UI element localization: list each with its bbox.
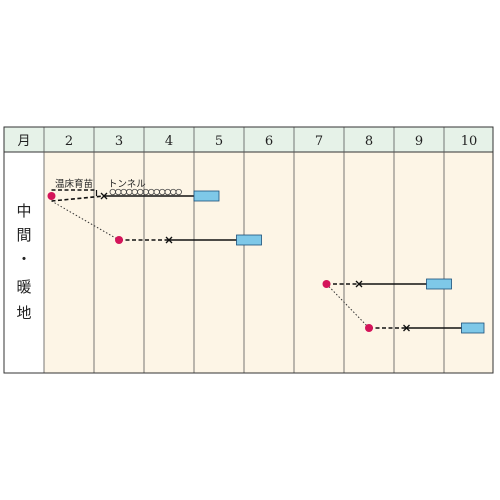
month-label-10: 10 — [461, 134, 478, 149]
region-label-char: 暖 — [16, 278, 31, 296]
month-label-3: 3 — [115, 134, 123, 149]
header-band — [4, 127, 493, 152]
month-label-8: 8 — [365, 134, 373, 149]
month-label-7: 7 — [315, 134, 323, 149]
month-label-6: 6 — [265, 134, 273, 149]
transplant-marker — [100, 192, 108, 200]
grid-lines — [4, 127, 493, 373]
harvest-bar — [236, 234, 262, 246]
dotted-connector — [51, 200, 120, 241]
sowing-marker — [115, 236, 123, 244]
nursery-dashed-line — [51, 195, 105, 202]
sowing-marker — [322, 280, 331, 288]
harvest-bar — [193, 190, 220, 202]
region-label-char: 地 — [16, 304, 31, 322]
schedule-row-4 — [365, 322, 485, 334]
transplant-marker — [165, 236, 173, 244]
tunnel-loop — [175, 188, 182, 196]
schedule-row-2 — [115, 234, 262, 246]
schedule-rows — [47, 188, 485, 334]
schedule-row-1 — [47, 188, 220, 241]
harvest-bar — [461, 322, 485, 334]
month-label-4: 4 — [165, 134, 173, 149]
region-label-column — [4, 152, 44, 373]
harvest-bar — [426, 278, 452, 290]
month-label-9: 9 — [415, 134, 423, 149]
schedule-row-3 — [322, 278, 452, 329]
month-labels: 2 3 4 5 6 7 8 9 10 — [65, 134, 477, 149]
month-label-2: 2 — [65, 134, 73, 149]
tunnel-label: トンネル — [108, 179, 146, 190]
hotbed-label: 温床育苗 — [55, 178, 93, 190]
region-label: 中間・暖地 — [16, 202, 31, 322]
table-border — [3, 126, 494, 374]
region-label-char: 間 — [16, 226, 31, 244]
sowing-marker — [47, 192, 56, 200]
month-label-5: 5 — [215, 134, 223, 149]
month-header-label: 月 — [17, 134, 30, 149]
region-label-char: 中 — [16, 202, 31, 220]
sowing-marker — [365, 324, 373, 332]
transplant-marker — [355, 280, 363, 288]
grid-area — [44, 152, 493, 373]
region-label-char: ・ — [16, 250, 31, 268]
transplant-marker — [403, 324, 410, 332]
